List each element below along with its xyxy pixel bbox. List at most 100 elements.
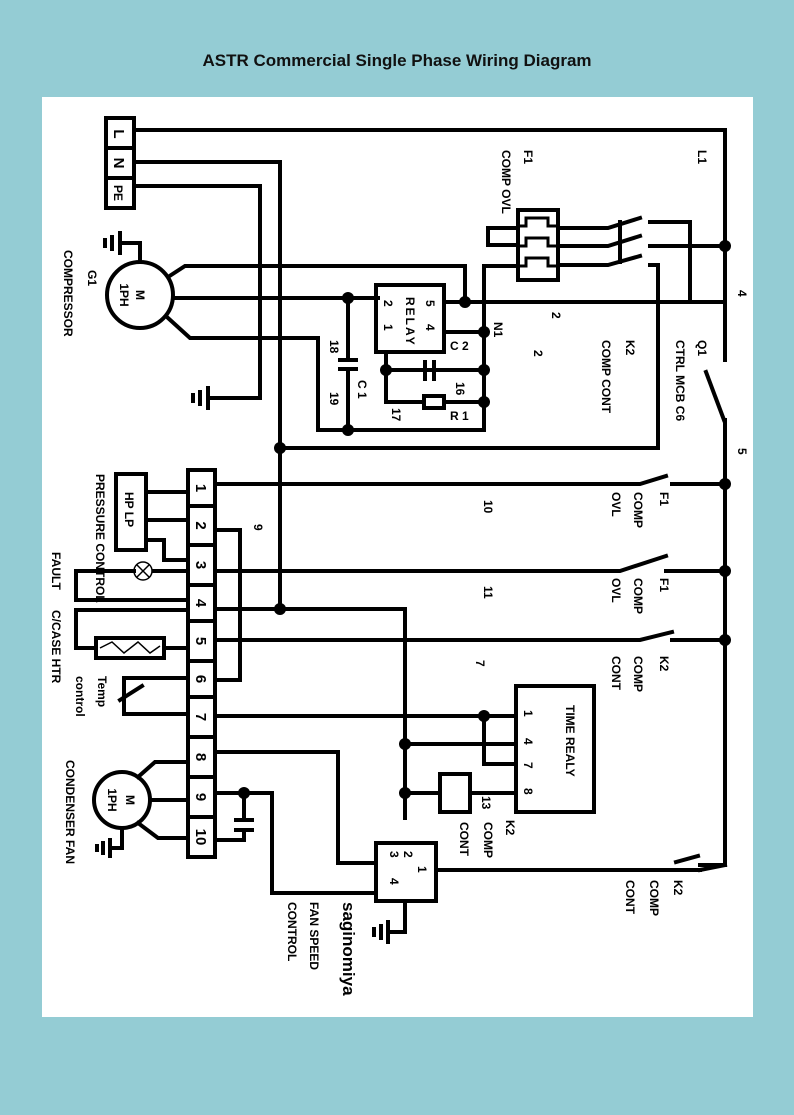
svg-text:F1: F1 [657, 492, 671, 506]
relay-pin-5: 5 [423, 300, 437, 307]
svg-text:CONT: CONT [609, 656, 623, 691]
terminal-5-label: 5 [192, 637, 209, 645]
fault-lamp [74, 561, 190, 602]
svg-text:HP LP: HP LP [122, 492, 136, 527]
crankcase-heater-label: C/CASE HTR [49, 610, 63, 684]
relay-pin-2: 2 [381, 300, 395, 307]
capacitor-c1 [338, 296, 358, 432]
schematic-sheet: L N PE M 1PH G1 COMPRESSOR 5 4 2 1 RELAY [42, 97, 753, 1017]
svg-text:OVL: OVL [609, 578, 623, 603]
terminal-6-label: 6 [192, 675, 209, 683]
relay-pin-1: 1 [381, 324, 395, 331]
terminal-3-label: 3 [192, 561, 209, 569]
terminal-n-label: N [110, 158, 127, 169]
terminal-pe-label: PE [111, 185, 125, 201]
contact-k2-a-label: K2 COMP CONT [609, 656, 671, 692]
contact-f1-b-label: F1 COMP OVL [609, 578, 671, 614]
relay-label: RELAY [403, 297, 417, 347]
wire-number-16: 16 [453, 382, 467, 396]
contactor-k2-coil [438, 772, 472, 814]
wire-pe [132, 184, 262, 400]
contact-f1-a-label: F1 COMP OVL [609, 492, 671, 528]
wire-number-11: 11 [481, 586, 495, 599]
svg-text:COMP: COMP [631, 578, 645, 614]
svg-text:CONT: CONT [457, 822, 471, 857]
mcb-q1 [703, 369, 727, 867]
svg-text:7: 7 [521, 762, 535, 769]
compressor-label: COMPRESSOR [61, 250, 75, 337]
svg-text:3: 3 [387, 851, 401, 858]
compressor-motor-m: M [133, 290, 147, 300]
wire-number-2b: 2 [531, 350, 545, 357]
overload-f1-label: COMP OVL [499, 150, 513, 214]
temp-control-label-1: Temp [95, 676, 109, 707]
fan-speed-control-label-2: CONTROL [285, 902, 299, 961]
supply-terminal-block: L N PE [104, 116, 136, 210]
overload-f1-id: F1 [521, 150, 535, 164]
compressor-motor: M 1PH [103, 231, 175, 330]
svg-text:COMP: COMP [647, 880, 661, 916]
terminal-2-label: 2 [192, 521, 209, 529]
resistor-r1-label: R 1 [450, 409, 469, 423]
relay-pin-4: 4 [423, 324, 437, 331]
overload-f1 [516, 208, 560, 282]
mcb-q1-id: Q1 [695, 340, 709, 356]
coil-k2-label: COMP CONT [457, 822, 495, 858]
svg-text:K2: K2 [657, 656, 671, 672]
wiring-schematic: L N PE M 1PH G1 COMPRESSOR 5 4 2 1 RELAY [49, 116, 749, 996]
svg-text:COMP: COMP [631, 492, 645, 528]
svg-text:1: 1 [521, 710, 535, 717]
start-relay: 5 4 2 1 RELAY [374, 283, 446, 354]
svg-text:COMP: COMP [481, 822, 495, 858]
wire-label-l1: L1 [695, 150, 709, 164]
diagram-title: ASTR Commercial Single Phase Wiring Diag… [202, 51, 592, 70]
svg-text:1: 1 [415, 866, 429, 873]
resistor-r1 [422, 394, 446, 410]
condenser-fan-label: CONDENSER FAN [63, 760, 77, 864]
compressor-id: G1 [85, 270, 99, 286]
contactor-k2-label: COMP CONT [599, 340, 613, 414]
contact-k2-b-label: K2 COMP CONT [623, 880, 685, 916]
terminal-l-label: L [110, 129, 127, 138]
time-relay-label: TIME REALY [563, 705, 577, 777]
wire-number-17: 17 [389, 408, 403, 422]
capacitor-c2 [423, 360, 436, 381]
temp-control [117, 676, 190, 716]
svg-text:COMP: COMP [631, 656, 645, 692]
fault-lamp-label: FAULT [49, 552, 63, 590]
svg-text:1PH: 1PH [105, 788, 119, 811]
terminal-10-label: 10 [192, 829, 209, 846]
condenser-fan-motor: M 1PH [92, 760, 190, 858]
compressor-motor-phase: 1PH [117, 283, 131, 306]
svg-text:M: M [123, 795, 137, 805]
wire-number-5: 5 [735, 448, 749, 455]
node-n1-label: N1 [491, 322, 505, 338]
svg-text:OVL: OVL [609, 492, 623, 517]
wire-number-7: 7 [473, 660, 487, 667]
wire-number-9: 9 [251, 524, 265, 531]
wire-number-10: 10 [481, 500, 495, 514]
mcb-q1-label: CTRL MCB C6 [673, 340, 687, 421]
coil-k2-id: K2 [503, 820, 517, 836]
contactor-k2-id: K2 [623, 340, 637, 356]
wire-number-19: 19 [327, 392, 341, 406]
terminal-1-label: 1 [192, 484, 209, 492]
svg-text:F1: F1 [657, 578, 671, 592]
fan-speed-control-label-1: FAN SPEED [307, 902, 321, 970]
wire-compressor-c [165, 264, 467, 302]
wire-compressor-r [165, 298, 486, 432]
wire-number-2a: 2 [549, 312, 563, 319]
temp-control-label-2: control [73, 676, 87, 717]
terminal-4-label: 4 [192, 599, 209, 608]
svg-text:K2: K2 [671, 880, 685, 896]
terminal-7-label: 7 [192, 713, 209, 721]
ground-icon [191, 386, 210, 410]
ground-icon [103, 231, 122, 255]
ground-icon [372, 920, 390, 944]
svg-text:2: 2 [401, 851, 415, 858]
svg-text:8: 8 [521, 788, 535, 795]
ground-icon [95, 838, 112, 858]
contactor-k2-main [278, 215, 727, 450]
svg-text:4: 4 [521, 738, 535, 745]
